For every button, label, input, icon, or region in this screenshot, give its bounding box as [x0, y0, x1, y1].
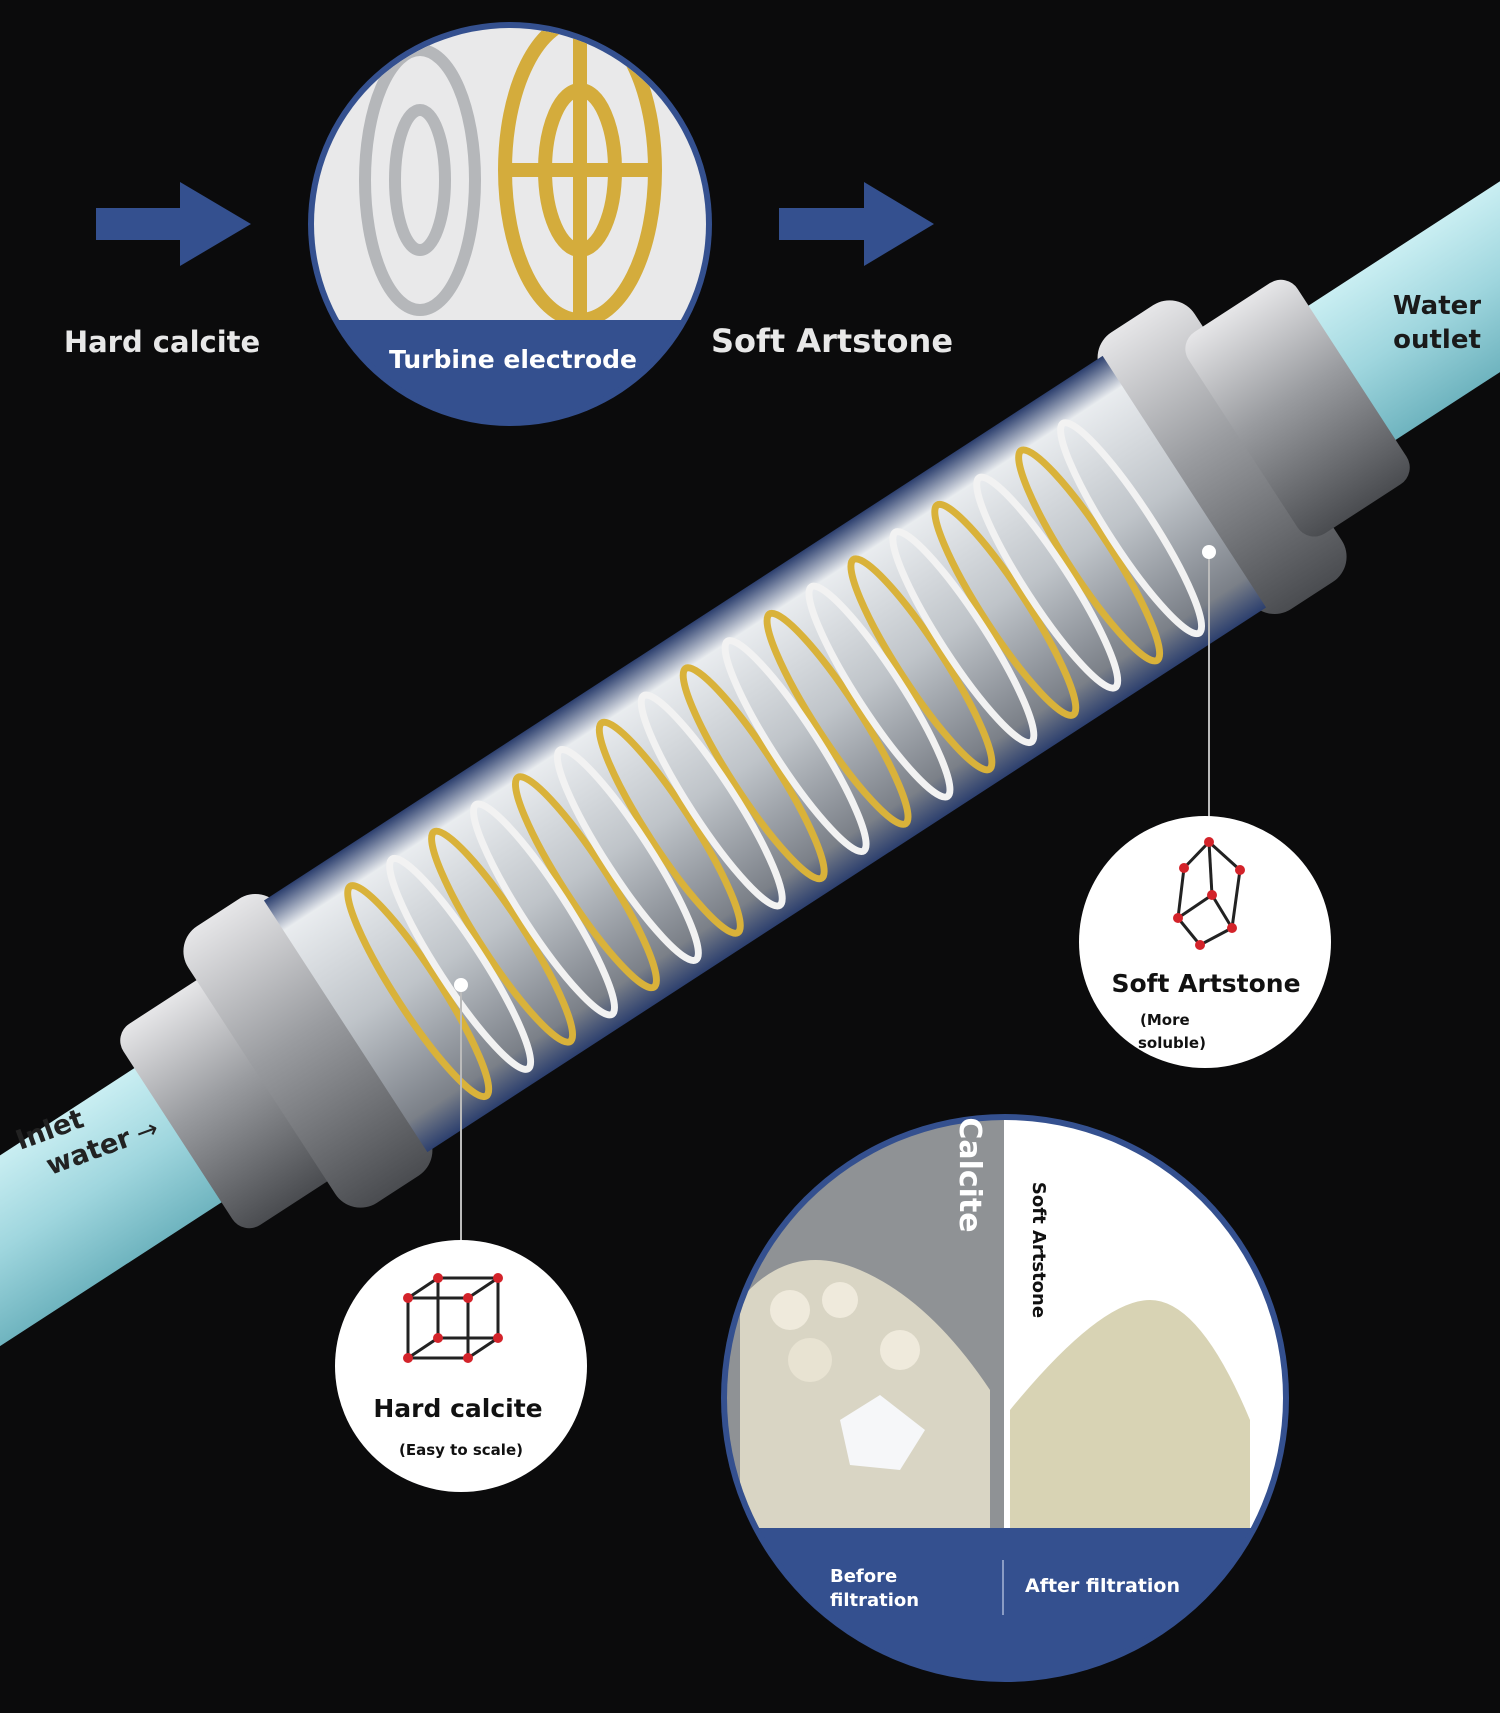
- before-filtration-line1: Before: [830, 1566, 897, 1587]
- electrode-plates: [344, 419, 1206, 1101]
- before-filtration-line2: filtration: [830, 1590, 919, 1611]
- outlet-label-line2: outlet: [1393, 325, 1481, 355]
- hard-calcite-title: Hard calcite: [373, 1394, 542, 1423]
- soft-artstone-powder-photo: [1010, 1300, 1250, 1528]
- soft-artstone-title: Soft Artstone: [1111, 969, 1300, 998]
- calcite-rock-photo: [740, 1260, 990, 1528]
- calcite-vertical-label: Calcite: [952, 1117, 987, 1232]
- soft-artstone-note-line2: soluble): [1138, 1034, 1206, 1052]
- turbine-electrode-image: Turbine electrode: [308, 22, 712, 426]
- outlet-label-line1: Water: [1393, 291, 1481, 321]
- after-filtration-label: After filtration: [1025, 1575, 1180, 1597]
- soft-artstone-note-line1: (More: [1140, 1011, 1190, 1029]
- soft-artstone-callout: Soft Artstone (More soluble): [1079, 816, 1331, 1068]
- turbine-electrode-label: Turbine electrode: [389, 345, 637, 374]
- arrow-right-icon: [779, 182, 934, 266]
- flow-input-label: Hard calcite: [64, 325, 260, 359]
- descaler-pipe: [0, 142, 1500, 1366]
- before-after-comparison: Calcite Soft Artstone Before filtration …: [721, 1114, 1289, 1682]
- soft-artstone-vertical-label: Soft Artstone: [1028, 1182, 1049, 1318]
- arrow-right-icon: [96, 182, 251, 266]
- flow-output-label: Soft Artstone: [711, 322, 953, 360]
- cubic-lattice-icon: [406, 1276, 500, 1360]
- hard-calcite-note: (Easy to scale): [399, 1441, 523, 1459]
- hard-calcite-callout: Hard calcite (Easy to scale): [335, 1240, 587, 1492]
